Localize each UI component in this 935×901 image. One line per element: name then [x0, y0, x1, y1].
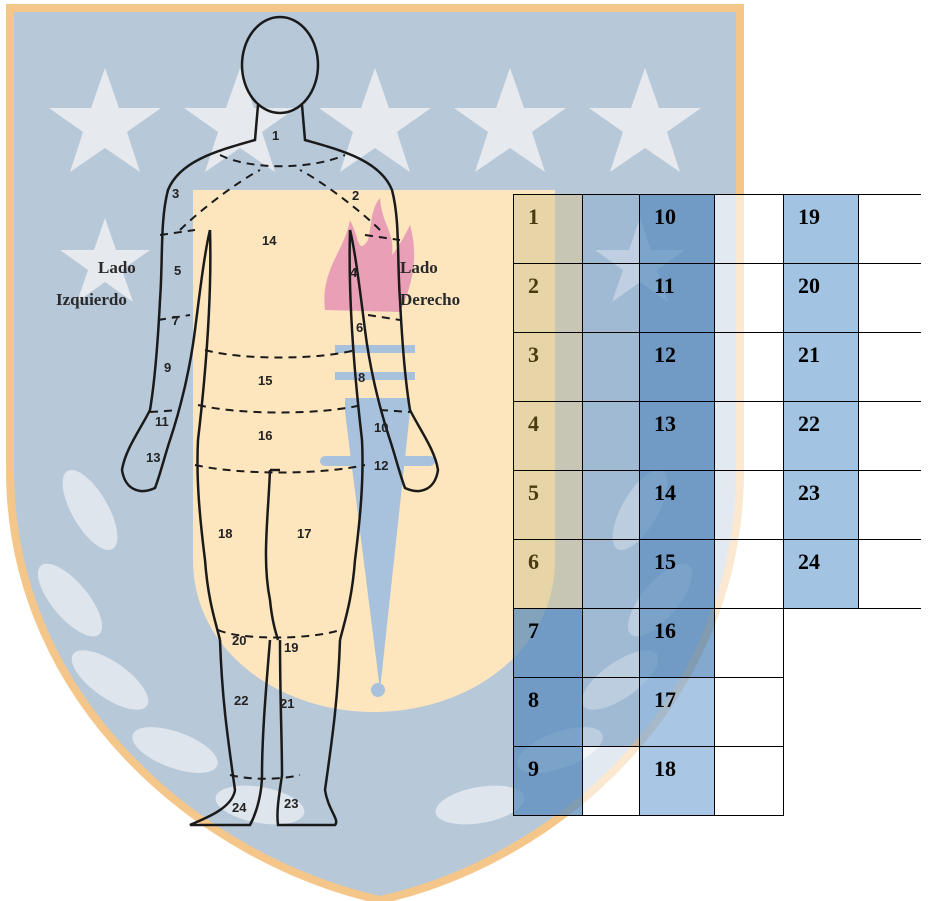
empty-cell [859, 609, 922, 678]
region-answer-cell[interactable] [859, 471, 922, 540]
region-1: 1 [272, 128, 279, 143]
region-number-cell: 19 [784, 195, 859, 264]
region-24: 24 [232, 800, 247, 815]
region-answer-cell[interactable] [583, 195, 640, 264]
region-6: 6 [356, 320, 363, 335]
table-row: 7 16 [514, 609, 922, 678]
region-4: 4 [350, 265, 358, 280]
region-22: 22 [234, 693, 248, 708]
region-answer-cell[interactable] [859, 402, 922, 471]
region-18: 18 [218, 526, 232, 541]
empty-cell [859, 747, 922, 816]
region-20: 20 [232, 633, 246, 648]
region-9: 9 [164, 360, 171, 375]
region-13: 13 [146, 450, 160, 465]
region-number-cell: 22 [784, 402, 859, 471]
region-2: 2 [352, 188, 359, 203]
region-answer-cell[interactable] [583, 747, 640, 816]
region-answer-cell[interactable] [583, 609, 640, 678]
region-table: 1 10 19 2 11 20 3 12 21 4 13 [513, 194, 921, 816]
region-21: 21 [280, 696, 294, 711]
table-row: 8 17 [514, 678, 922, 747]
empty-cell [859, 678, 922, 747]
region-10: 10 [374, 420, 388, 435]
region-12: 12 [374, 458, 388, 473]
region-11: 11 [155, 414, 169, 429]
region-number-cell: 6 [514, 540, 583, 609]
region-answer-cell[interactable] [583, 678, 640, 747]
region-number-cell: 17 [640, 678, 715, 747]
region-answer-cell[interactable] [583, 264, 640, 333]
empty-cell [784, 678, 859, 747]
region-number-cell: 21 [784, 333, 859, 402]
region-number-cell: 24 [784, 540, 859, 609]
table-row: 1 10 19 [514, 195, 922, 264]
region-answer-cell[interactable] [715, 402, 784, 471]
region-answer-cell[interactable] [583, 540, 640, 609]
region-number-cell: 13 [640, 402, 715, 471]
table-row: 5 14 23 [514, 471, 922, 540]
table-row: 2 11 20 [514, 264, 922, 333]
region-answer-cell[interactable] [715, 609, 784, 678]
region-8: 8 [358, 370, 365, 385]
region-answer-cell[interactable] [859, 195, 922, 264]
table-row: 3 12 21 [514, 333, 922, 402]
region-number-cell: 23 [784, 471, 859, 540]
region-number-cell: 16 [640, 609, 715, 678]
region-3: 3 [172, 186, 179, 201]
region-number-cell: 7 [514, 609, 583, 678]
region-number-cell: 14 [640, 471, 715, 540]
empty-cell [784, 609, 859, 678]
region-number-cell: 15 [640, 540, 715, 609]
region-answer-cell[interactable] [859, 264, 922, 333]
region-answer-cell[interactable] [715, 333, 784, 402]
region-number-cell: 18 [640, 747, 715, 816]
region-15: 15 [258, 373, 272, 388]
region-5: 5 [174, 263, 181, 278]
region-answer-cell[interactable] [583, 333, 640, 402]
region-number-cell: 8 [514, 678, 583, 747]
left-side-label-line1: Lado [98, 258, 136, 277]
region-answer-cell[interactable] [715, 678, 784, 747]
region-answer-cell[interactable] [583, 402, 640, 471]
table-row: 4 13 22 [514, 402, 922, 471]
region-number-cell: 12 [640, 333, 715, 402]
region-answer-cell[interactable] [859, 540, 922, 609]
region-16: 16 [258, 428, 272, 443]
region-number-cell: 9 [514, 747, 583, 816]
region-17: 17 [297, 526, 311, 541]
empty-cell [784, 747, 859, 816]
region-number-cell: 11 [640, 264, 715, 333]
region-14: 14 [262, 233, 277, 248]
region-7: 7 [172, 313, 179, 328]
region-answer-cell[interactable] [715, 264, 784, 333]
region-number-cell: 20 [784, 264, 859, 333]
region-answer-cell[interactable] [715, 747, 784, 816]
region-number-cell: 10 [640, 195, 715, 264]
table-row: 9 18 [514, 747, 922, 816]
region-answer-cell[interactable] [859, 333, 922, 402]
right-side-label-line2: Derecho [400, 290, 460, 309]
region-number-cell: 1 [514, 195, 583, 264]
left-side-label-line2: Izquierdo [56, 290, 127, 309]
right-side-label-line1: Lado [400, 258, 438, 277]
region-answer-cell[interactable] [715, 471, 784, 540]
region-number-cell: 4 [514, 402, 583, 471]
region-number-cell: 3 [514, 333, 583, 402]
region-answer-cell[interactable] [583, 471, 640, 540]
region-23: 23 [284, 796, 298, 811]
region-answer-cell[interactable] [715, 540, 784, 609]
region-answer-cell[interactable] [715, 195, 784, 264]
region-19: 19 [284, 640, 298, 655]
table-row: 6 15 24 [514, 540, 922, 609]
region-number-cell: 5 [514, 471, 583, 540]
region-number-cell: 2 [514, 264, 583, 333]
